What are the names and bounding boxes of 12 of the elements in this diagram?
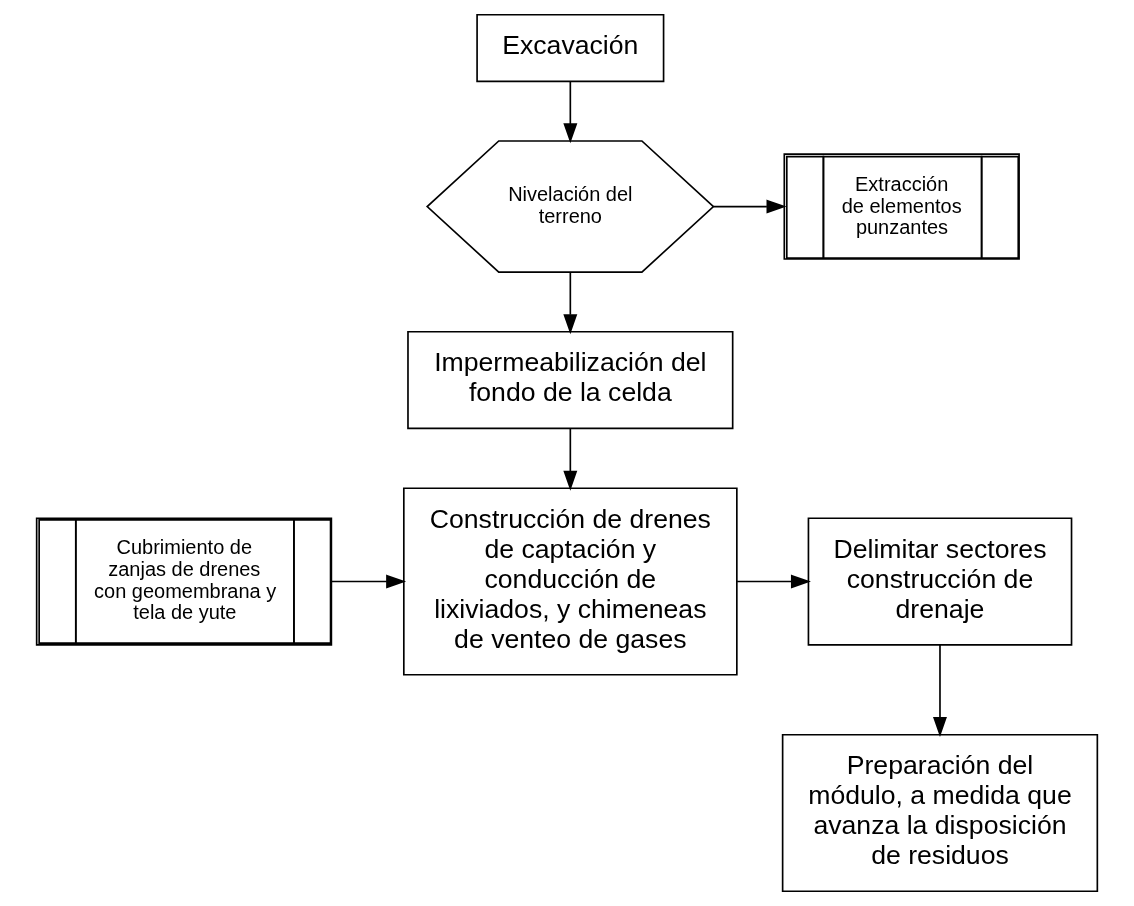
node-box: Excavación <box>476 13 665 83</box>
arrow <box>563 271 578 335</box>
arrow <box>563 427 578 491</box>
node-box: Preparación del módulo, a medida que avanza la disposición de residuos <box>781 733 1099 893</box>
arrow <box>736 574 811 589</box>
arrow <box>712 199 787 214</box>
arrow <box>933 644 947 737</box>
arrow <box>331 574 407 589</box>
arrow <box>563 81 578 144</box>
node-box: Impermeabilización del fondo de la celda <box>407 330 734 430</box>
node-box: Construcción de drenes de captación y conducción de lixiviados, y chimeneas de venteo de gases <box>403 487 738 676</box>
node-box: Delimitar sectores construcción de drenaje <box>807 517 1073 646</box>
